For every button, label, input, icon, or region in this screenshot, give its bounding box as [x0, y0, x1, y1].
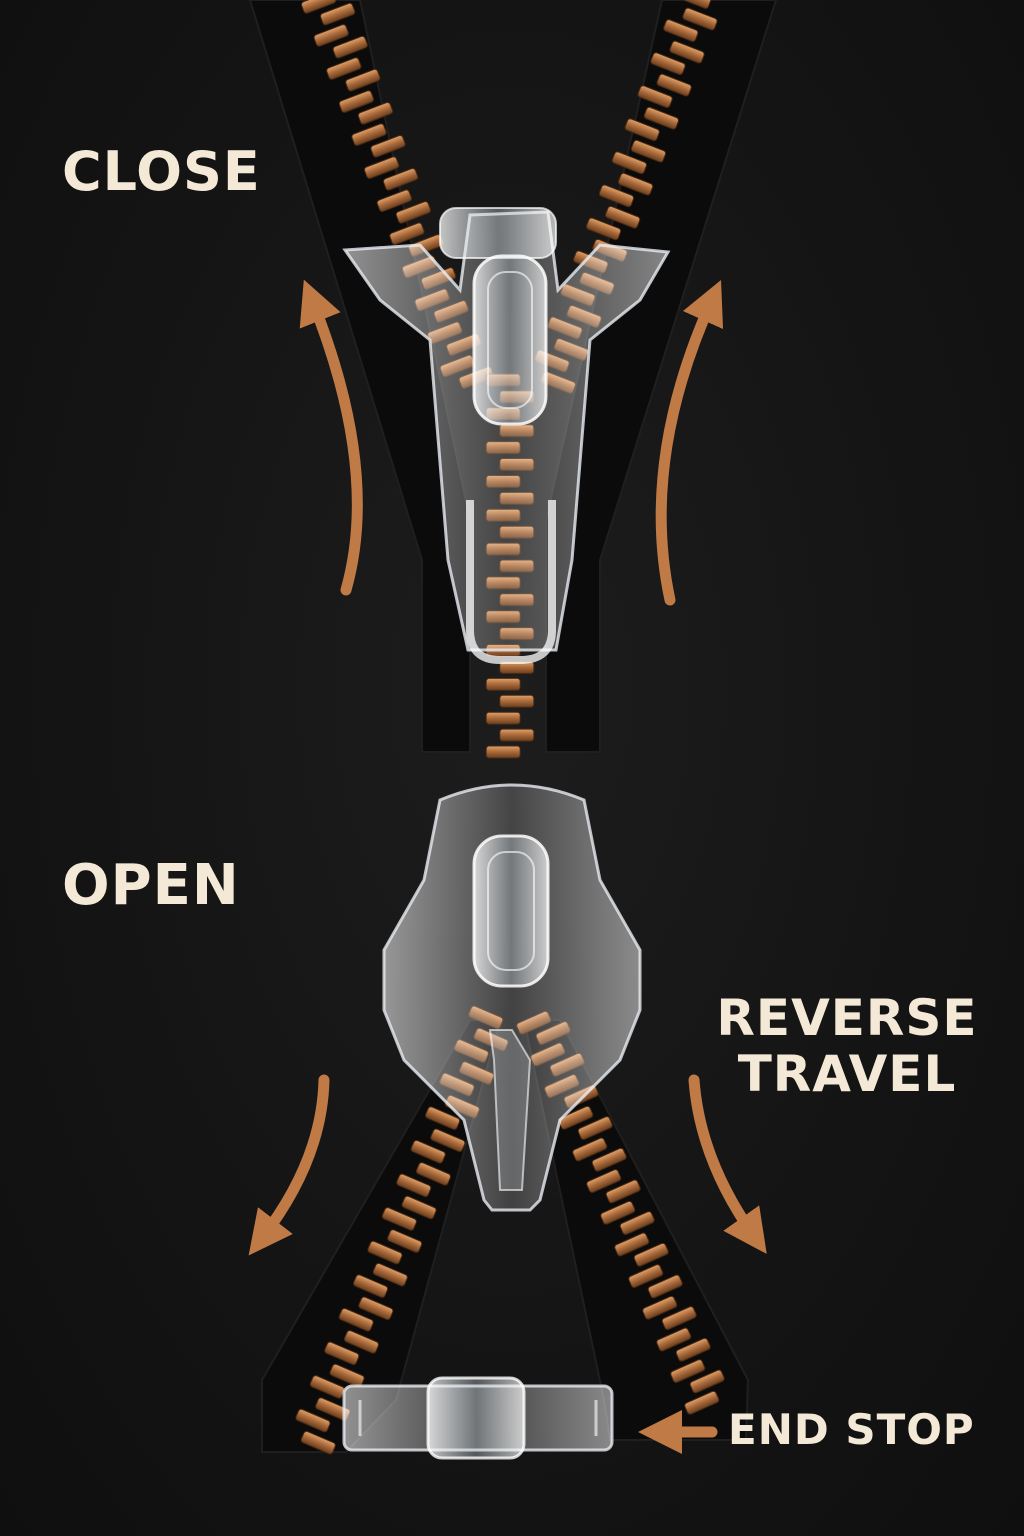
curved-down-right-arrow — [688, 1074, 767, 1254]
top-slider[interactable] — [342, 207, 671, 664]
zipper-tooth — [485, 677, 521, 691]
zipper-tooth — [338, 90, 375, 113]
zipper-tooth — [372, 1262, 408, 1287]
zipper-tooth — [661, 1306, 697, 1330]
reverse-travel-label: REVERSE TRAVEL — [712, 990, 982, 1102]
zipper-tooth — [410, 1139, 446, 1164]
zipper-tooth — [401, 1195, 437, 1220]
zipper-tooth — [499, 694, 535, 708]
zipper-tooth — [598, 184, 635, 208]
bottom-slider[interactable] — [382, 783, 642, 1212]
curved-up-arrow — [299, 279, 363, 596]
zipper-tooth — [572, 1137, 608, 1162]
end-stop-label: END STOP — [728, 1405, 975, 1454]
zipper-tooth — [624, 118, 660, 142]
zipper-tooth — [643, 106, 679, 130]
zipper-tooth — [300, 0, 337, 14]
zipper-tooth — [430, 1128, 466, 1153]
zipper-tooth — [295, 1408, 331, 1433]
zipper-tooth — [676, 0, 712, 9]
zipper-tooth — [357, 101, 394, 125]
zipper-tooth — [642, 1295, 678, 1320]
zipper-tooth — [585, 217, 622, 241]
zipper-tooth — [425, 1106, 461, 1130]
zipper-tooth — [329, 1363, 365, 1388]
zipper-tooth — [485, 711, 521, 725]
bottom-zipper — [261, 783, 750, 1460]
zipper-tooth — [617, 172, 654, 196]
zipper-tooth — [326, 57, 362, 80]
zipper-tooth — [628, 1264, 664, 1288]
zipper-tooth — [656, 1327, 692, 1352]
zipper-tooth — [605, 1179, 641, 1204]
zipper-tooth — [351, 123, 387, 146]
zipper-tooth — [376, 189, 412, 213]
zipper-tooth — [669, 40, 705, 64]
zipper-tooth — [619, 1211, 655, 1235]
top-zipper — [248, 0, 778, 759]
zipper-tooth — [415, 1162, 451, 1186]
zipper-tooth — [633, 1242, 669, 1267]
zipper-tooth — [370, 134, 406, 158]
zipper-tooth — [586, 1169, 622, 1193]
zipper-tooth — [345, 68, 381, 92]
zipper-tooth — [367, 1240, 403, 1265]
zipper-tooth — [383, 167, 419, 191]
zipper-tooth — [614, 1232, 650, 1257]
zipper-tooth — [663, 19, 699, 42]
top-left-tape — [248, 0, 471, 753]
reverse-travel-line1: REVERSE — [716, 989, 978, 1047]
zipper-tooth — [600, 1200, 636, 1225]
zipper-tooth — [353, 1274, 389, 1298]
zipper-tooth — [577, 1116, 613, 1140]
zipper-tooth — [682, 7, 718, 31]
curved-up-arrow — [655, 279, 724, 606]
zipper-tooth — [320, 2, 356, 26]
close-label: CLOSE — [62, 140, 261, 203]
zipper-tooth — [363, 156, 400, 179]
zipper-tooth — [324, 1341, 360, 1366]
zipper-tooth — [485, 745, 521, 759]
zipper-tooth — [389, 222, 425, 246]
zipper-tooth — [358, 1296, 394, 1321]
zipper-tooth — [313, 24, 349, 47]
zipper-tooth — [684, 1390, 720, 1415]
zipper-tooth — [656, 73, 692, 97]
zipper-tooth — [591, 1147, 627, 1172]
zipper-tooth — [647, 1274, 683, 1299]
zipper-tooth — [300, 1430, 336, 1455]
zipper-tooth — [387, 1229, 423, 1253]
zipper-tooth — [381, 1207, 417, 1231]
curved-down-left-arrow — [248, 1074, 330, 1256]
zipper-tooth — [605, 205, 641, 229]
zipper-tooth — [332, 35, 368, 59]
zipper-tooth — [338, 1307, 374, 1332]
reverse-travel-line2: TRAVEL — [737, 1045, 957, 1103]
zipper-tooth — [650, 52, 686, 76]
zipper-tooth — [630, 139, 667, 163]
open-label: OPEN — [62, 853, 240, 918]
zipper-tooth — [675, 1337, 711, 1362]
zipper-tooth — [395, 201, 432, 224]
zipper-tooth — [611, 151, 647, 175]
arrows — [248, 279, 767, 1454]
end-stop — [342, 1376, 614, 1460]
zipper-tooth — [689, 1369, 725, 1394]
zipper-tooth — [343, 1330, 379, 1354]
zipper-tooth — [637, 85, 673, 109]
zipper-tooth — [670, 1359, 706, 1383]
zipper-tooth — [396, 1173, 432, 1198]
zipper-tooth — [499, 728, 535, 742]
